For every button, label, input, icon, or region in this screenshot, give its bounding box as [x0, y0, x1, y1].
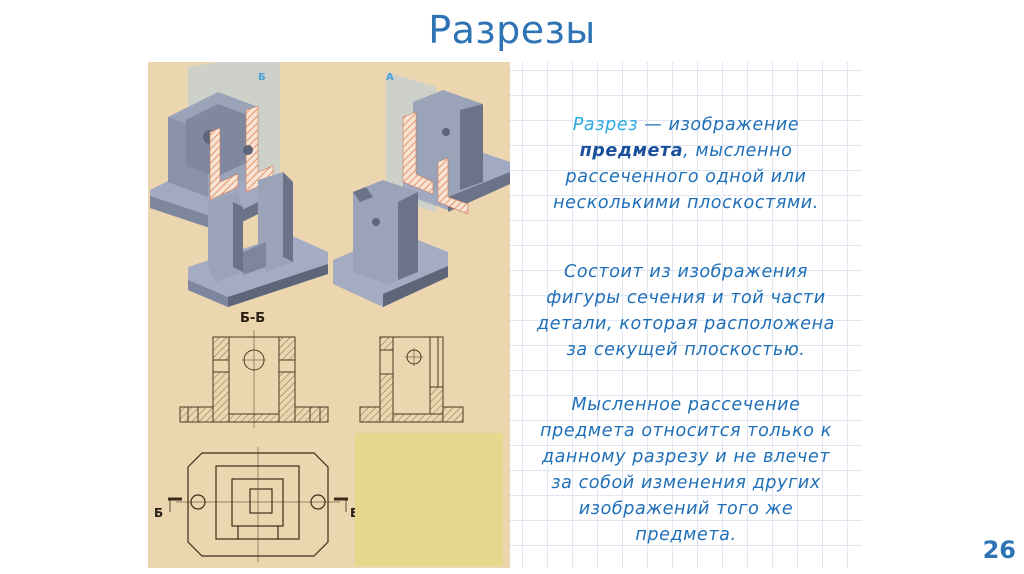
definition-line-3: рассеченного одной или	[565, 167, 807, 187]
solid-part-front-isometric	[188, 172, 328, 307]
plane-label-a: А	[386, 72, 394, 83]
slide-number: 26	[982, 536, 1016, 564]
section-view-bb	[179, 330, 329, 428]
definition-line-4: несколькими плоскостями.	[553, 193, 819, 213]
composition-line-4: за секущей плоскостью.	[566, 340, 806, 360]
section-view-side	[359, 336, 464, 423]
drawing-canvas: Б А	[150, 62, 510, 562]
yellow-highlight-box	[355, 433, 503, 566]
note-line-2: предмета относится только к	[540, 421, 832, 441]
solid-part-side-isometric	[333, 180, 448, 307]
note-paragraph: Мысленное рассечение предмета относится …	[510, 392, 862, 548]
cut-mark-right: Б	[350, 506, 359, 520]
note-line-5: изображений того же	[578, 499, 794, 519]
definition-paragraph: Разрез — изображение предмета, мысленно …	[510, 112, 862, 216]
composition-paragraph: Состоит из изображения фигуры сечения и …	[510, 259, 862, 363]
composition-line-3: детали, которая расположена	[537, 314, 835, 334]
plan-view	[168, 447, 348, 562]
technical-drawing-figure: Б А	[148, 62, 510, 568]
note-line-6: предмета.	[635, 525, 737, 545]
cut-mark-left: Б	[154, 506, 163, 520]
term-razrez: Разрез	[572, 115, 639, 135]
definition-line-2: предмета, мысленно	[579, 141, 793, 161]
composition-line-2: фигуры сечения и той части	[546, 288, 826, 308]
bold-predmeta: предмета	[579, 141, 684, 161]
plane-label-b: Б	[258, 72, 266, 83]
note-line-1: Мысленное рассечение	[571, 395, 801, 415]
slide-title: Разрезы	[428, 8, 596, 52]
composition-line-1: Состоит из изображения	[564, 262, 808, 282]
section-label-bb: Б-Б	[240, 311, 265, 326]
note-line-4: за собой изменения других	[551, 473, 821, 493]
definition-line-1: Разрез — изображение	[572, 115, 800, 135]
cut-part-a-isometric: А	[386, 72, 510, 215]
definition-text-panel: Разрез — изображение предмета, мысленно …	[510, 62, 862, 568]
note-line-3: данному разрезу и не влечет	[541, 447, 831, 467]
